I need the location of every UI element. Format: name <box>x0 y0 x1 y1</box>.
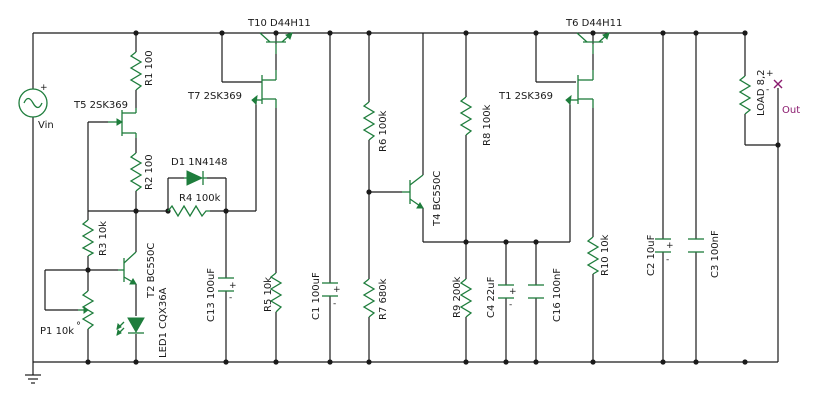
resistor-r2: R2 100 <box>129 152 155 192</box>
c4-label: C4 22uF <box>486 276 497 318</box>
output-marker: Out <box>773 79 800 362</box>
ground-symbol <box>25 374 41 384</box>
c3-label: C3 100nF <box>710 230 721 278</box>
vin-plus-sign: + <box>40 83 48 93</box>
led1-label: LED1 CQX36A <box>158 287 169 358</box>
c4-plus: + <box>509 287 517 297</box>
r4-label: R4 100k <box>179 193 221 204</box>
c2-plus: + <box>666 241 674 251</box>
resistor-load: LOAD 8,2 + - <box>738 69 774 116</box>
t4-label: T4 BC550C <box>432 171 443 227</box>
resistor-r10: R10 10k <box>586 234 611 276</box>
r1-label: R1 100 <box>144 50 155 86</box>
capacitor-c1: + - C1 100uF <box>311 272 341 320</box>
npn-t10: T10 D44H11 <box>247 18 311 54</box>
r8-label: R8 100k <box>482 104 493 146</box>
r7-label: R7 680k <box>378 278 389 320</box>
vin-source: + Vin <box>18 83 54 131</box>
capacitor-c2: + - C2 10uF <box>646 234 674 276</box>
r2-label: R2 100 <box>144 154 155 190</box>
t6-label: T6 D44H11 <box>565 18 622 29</box>
c13-minus: - <box>229 293 232 303</box>
load-label: LOAD 8,2 <box>756 69 767 116</box>
r5-label: R5 10k <box>263 277 274 312</box>
r10-label: R10 10k <box>600 234 611 276</box>
resistor-r6: R6 100k <box>362 101 389 152</box>
c2-label: C2 10uF <box>646 234 657 276</box>
load-plus: + <box>766 69 774 79</box>
p1-wiper-mark: ° <box>76 321 81 332</box>
resistor-r4: R4 100k <box>167 193 221 218</box>
c13-plus: + <box>229 281 237 291</box>
jfet-t7: T7 2SK369 <box>187 70 277 108</box>
t10-label: T10 D44H11 <box>247 18 311 29</box>
c16-label: C16 100nF <box>552 268 563 322</box>
diode-d1: D1 1N4148 <box>171 157 228 186</box>
load-minus: - <box>766 85 769 95</box>
npn-t2: T2 BC550C <box>118 243 157 299</box>
c1-minus: - <box>333 299 336 309</box>
led-led1: LED1 CQX36A <box>116 287 169 358</box>
capacitor-c16: C16 100nF <box>528 268 563 322</box>
npn-t6: T6 D44H11 <box>565 18 622 54</box>
resistor-r3: R3 10k <box>81 219 109 257</box>
c4-minus: - <box>509 300 512 310</box>
r9-label: R9 200k <box>452 276 463 318</box>
out-label: Out <box>782 105 800 116</box>
jfet-t1: T1 2SK369 <box>498 70 594 108</box>
resistor-r1: R1 100 <box>129 50 155 91</box>
resistor-r8: R8 100k <box>459 96 493 146</box>
c1-plus: + <box>333 285 341 295</box>
c13-label: C13 100uF <box>206 268 217 322</box>
capacitor-c4: + - C4 22uF <box>486 276 517 318</box>
capacitor-c13: + - C13 100uF <box>206 268 237 322</box>
c2-minus: - <box>666 255 669 265</box>
jfet-t5: T5 2SK369 <box>73 100 137 138</box>
resistor-r7: R7 680k <box>362 278 389 320</box>
t7-label: T7 2SK369 <box>187 91 242 102</box>
capacitor-c3: C3 100nF <box>688 230 721 278</box>
t2-label: T2 BC550C <box>146 243 157 299</box>
t5-label: T5 2SK369 <box>73 100 128 111</box>
d1-label: D1 1N4148 <box>171 157 228 168</box>
vin-label: Vin <box>38 120 54 131</box>
npn-t4: T4 BC550C <box>402 171 443 227</box>
r3-label: R3 10k <box>98 221 109 256</box>
potentiometer-p1: P1 10k ° <box>40 290 95 337</box>
r6-label: R6 100k <box>378 110 389 152</box>
t1-label: T1 2SK369 <box>498 91 553 102</box>
c1-label: C1 100uF <box>311 272 322 320</box>
resistor-r5: R5 10k <box>263 272 283 313</box>
wires <box>32 32 778 375</box>
p1-label: P1 10k <box>40 326 74 337</box>
resistor-r9: R9 200k <box>452 276 473 318</box>
